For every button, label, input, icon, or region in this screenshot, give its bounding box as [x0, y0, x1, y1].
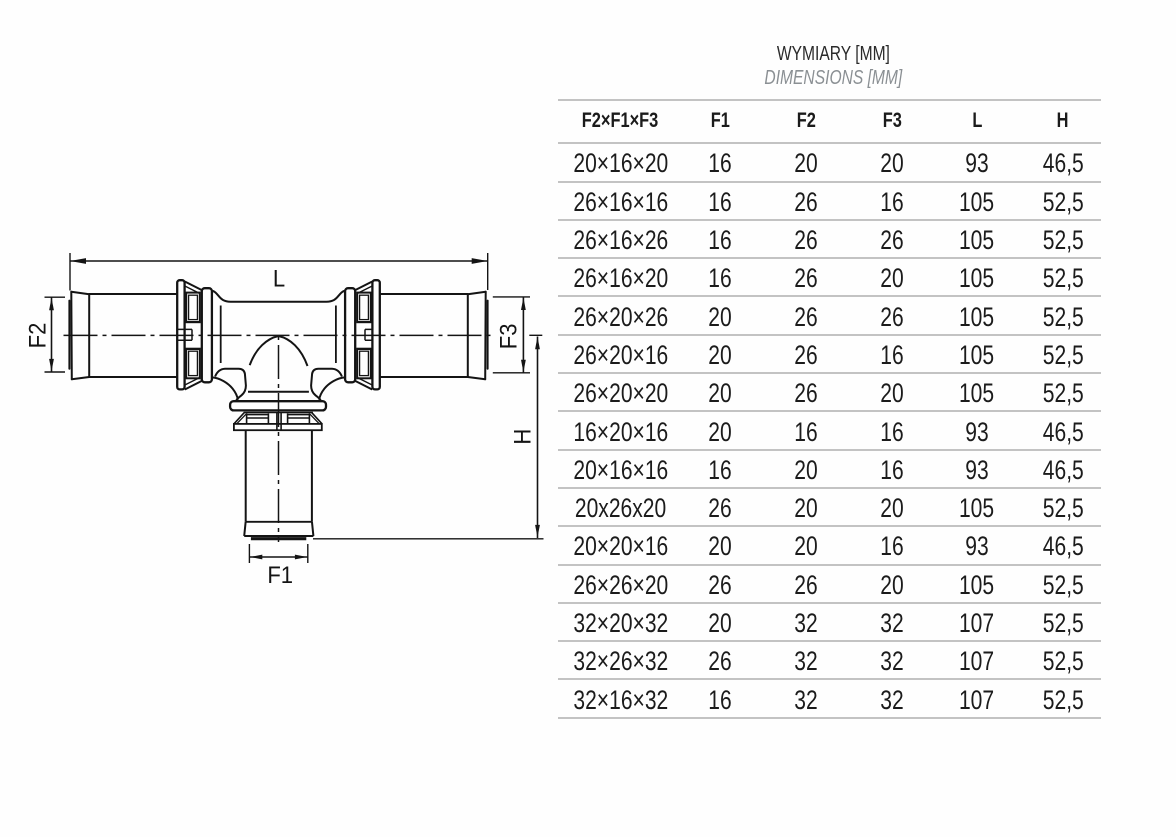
svg-text:F1: F1 — [267, 561, 293, 588]
svg-text:L: L — [273, 265, 285, 292]
svg-text:F2: F2 — [24, 323, 51, 349]
svg-text:F3: F3 — [495, 324, 522, 350]
svg-text:H: H — [509, 429, 536, 445]
